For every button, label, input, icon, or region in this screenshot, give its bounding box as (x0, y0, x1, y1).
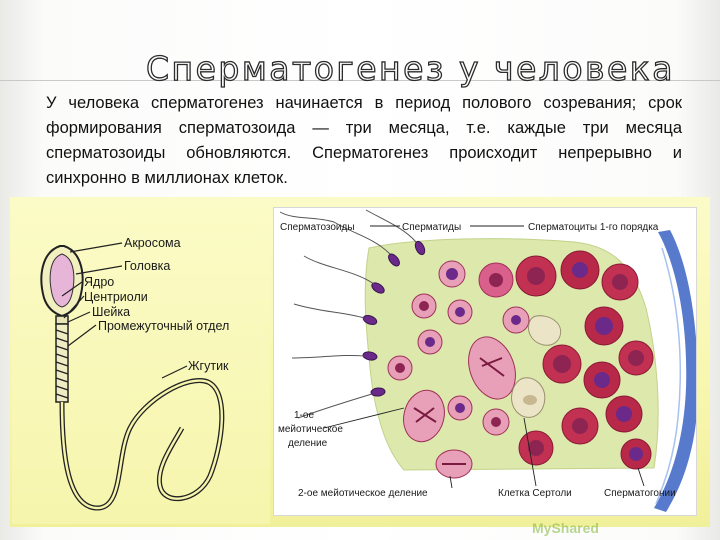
spermatozoa (362, 240, 426, 397)
leader-lines (61, 242, 188, 379)
sperm-flagellum-inner (60, 379, 224, 510)
sperm-neck (55, 315, 69, 325)
label-centrioles: Центриоли (84, 290, 148, 304)
sperm-midpiece (55, 323, 69, 403)
label-spermatocytes-1: Сперматоциты 1-го порядка (528, 222, 659, 233)
label-head: Головка (124, 259, 170, 273)
spermatogenesis-diagram: Сперматозоиды Сперматиды Сперматоциты 1-… (278, 209, 696, 512)
sertoli-cell-2 (528, 315, 562, 346)
label-spermatogonia: Сперматогонии (604, 488, 676, 499)
watermark-logo: MyShared (532, 520, 599, 536)
label-spermatids: Сперматиды (402, 222, 461, 233)
right-leader-lines (323, 225, 645, 489)
label-meiosis1-line2: мейотическое (278, 424, 343, 435)
membrane-fibers (655, 247, 682, 505)
sperm-tails (279, 209, 417, 419)
dividing-cells (403, 336, 516, 479)
intro-paragraph: У человека сперматогенез начинается в пе… (46, 94, 682, 187)
label-neck: Шейка (92, 305, 130, 319)
seminiferous-tubule-figure: Сперматозоиды Сперматиды Сперматоциты 1-… (273, 207, 697, 516)
label-acrosome: Акросома (124, 236, 181, 250)
title-underline (0, 80, 720, 81)
sperm-structure-diagram: Акросома Головка Ядро Центриоли Шейка Пр… (40, 236, 229, 511)
label-meiosis1-line3: деление (288, 438, 328, 449)
sperm-structure-figure: Акросома Головка Ядро Центриоли Шейка Пр… (12, 206, 270, 524)
basement-membrane (654, 230, 696, 512)
sperm-nucleus (49, 253, 75, 308)
label-sertoli: Клетка Сертоли (498, 488, 572, 499)
label-flagellum: Жгутик (188, 359, 229, 373)
label-meiosis1-line1: 1-ое (294, 410, 314, 421)
label-nucleus: Ядро (84, 275, 114, 289)
sperm-flagellum (59, 378, 225, 511)
page-title: Сперматогенез у человека (145, 49, 675, 88)
label-midpiece: Промежуточный отдел (98, 319, 229, 333)
spermatocyte-cells (478, 250, 654, 470)
label-meiosis2: 2-ое мейотическое деление (298, 488, 428, 499)
spermatid-cells (387, 260, 530, 436)
sperm-midpiece-spiral (55, 329, 69, 399)
label-spermatozoa: Сперматозоиды (280, 222, 355, 233)
